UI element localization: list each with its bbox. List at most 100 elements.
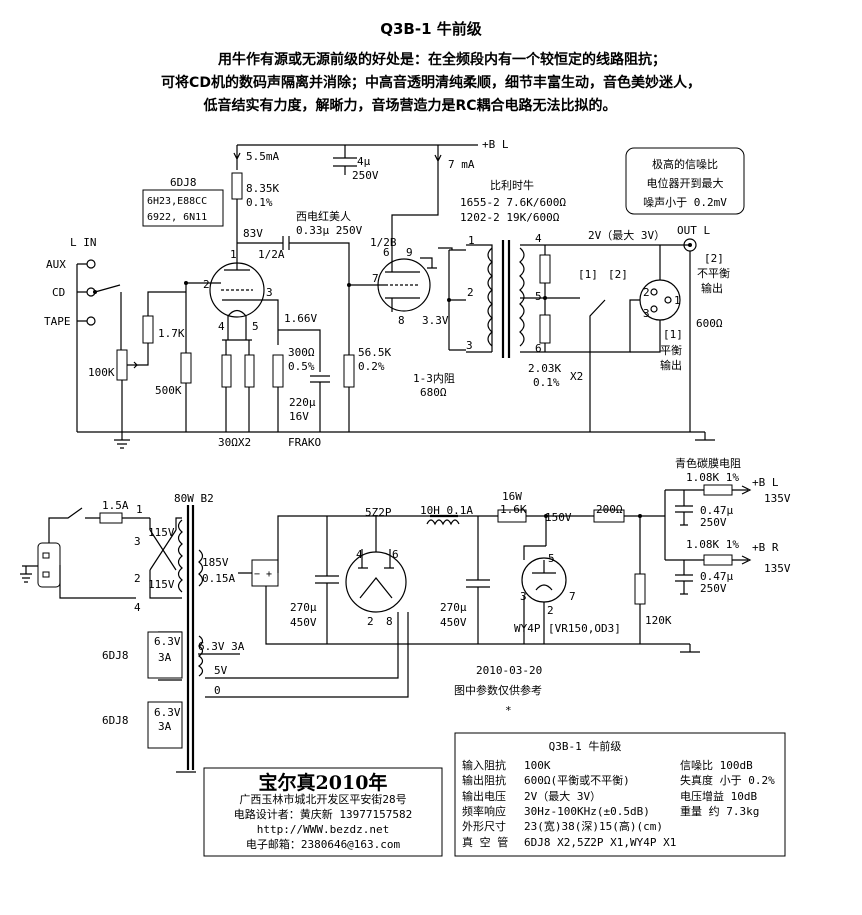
- cathode-resistor: [272, 354, 284, 388]
- switch-label-1: [1]: [578, 268, 598, 281]
- tx-pin-1: 1: [468, 234, 475, 247]
- rect-tap-0: 0: [214, 684, 221, 697]
- cap1-value: 270μ: [290, 601, 317, 614]
- grid-resistor: [142, 315, 154, 344]
- v1-pin-1: 1: [230, 248, 237, 261]
- spec-val-3: 2V（最大 3V）: [524, 789, 601, 803]
- heater-winding-1: [147, 631, 183, 679]
- hv-winding-current: 0.15A: [202, 572, 235, 585]
- rect-pin-6: 6: [392, 548, 399, 561]
- intro-line-3: 低音结实有力度，解晰力，音场营造力是RC耦合电路无法比拟的。: [202, 97, 616, 114]
- tx-pin-6: 6: [535, 342, 542, 355]
- rect-pin-8: 8: [386, 615, 393, 628]
- credits-brand: 宝尔真2010年: [259, 771, 388, 794]
- half-b-label: 1/2B: [370, 236, 397, 249]
- xlr-pin-1: 1: [674, 294, 681, 307]
- v1-sub-1: 6H23,E88CC: [147, 196, 207, 207]
- ac-inlet-icon: [37, 542, 61, 588]
- spec-key-6: 真 空 管: [462, 835, 508, 849]
- r-cap-value: 0.47μ: [700, 570, 733, 583]
- coupling-cap-name: 西电红美人: [296, 210, 351, 223]
- l-cap-voltage: 250V: [700, 516, 727, 529]
- regulator-type: WY4P: [514, 622, 541, 635]
- spec-right-4: 重量 约 7.3kg: [680, 804, 759, 818]
- pot-value: 100K: [88, 366, 115, 379]
- cathode-voltage: 1.66V: [284, 312, 317, 325]
- preamp-circuit: +B L 4μ 250V 5.5mA 7 mA 8.35K 0.1% 83V 6…: [44, 138, 745, 449]
- v2-grid-resistor-value: 56.5K: [358, 346, 391, 359]
- spec-val-2: 600Ω(平衡或不平衡): [524, 774, 630, 787]
- snr-note-2: 电位器开到最大: [647, 176, 724, 190]
- spec-right-3: 电压增益 10dB: [680, 789, 757, 803]
- l-branch-resistor: [703, 484, 733, 496]
- v1-pin-5: 5: [252, 320, 259, 333]
- rect-pin-4: 4: [356, 548, 363, 561]
- heater1-voltage: 6.3V: [154, 635, 181, 648]
- diagram-date: 2010-03-20: [476, 664, 542, 677]
- balanced-label-1: 平衡: [660, 344, 682, 357]
- tap-pin-4: 4: [134, 601, 141, 614]
- credits-email: 电子邮箱：2380646@163.com: [246, 837, 401, 851]
- intro-line-2: 可将CD机的数码声隔离并消除；中高音透明清纯柔顺，细节丰富生动，音色美妙迷人，: [161, 74, 701, 91]
- output-label: OUT L: [677, 224, 710, 237]
- bleeder-value: 120K: [645, 614, 672, 627]
- spec-key-2: 输出阻抗: [462, 773, 506, 787]
- switch-label-2: [2]: [608, 268, 628, 281]
- v1-pin-2: 2: [203, 278, 210, 291]
- v2-pin-8: 8: [398, 314, 405, 327]
- v1-pin-4: 4: [218, 320, 225, 333]
- power-supply-circuit: 1.5A 1 3 2 4 115V 115V 80W B2 185V 0.15A…: [20, 456, 791, 773]
- heater1-tube: 6DJ8: [102, 649, 129, 662]
- primary-impedance-value: 680Ω: [420, 386, 447, 399]
- xlr-pin-2: 2: [643, 286, 650, 299]
- cathode-cap-value: 220μ: [289, 396, 316, 409]
- spec-val-5: 23(宽)38(深)15(高)(cm): [524, 819, 663, 833]
- bridge-plus-icon: +: [266, 569, 272, 580]
- primary-impedance-label: 1-3内阻: [413, 371, 455, 385]
- transformer-spec-2: 1202-2 19K/600Ω: [460, 211, 560, 224]
- load-resistor-1: [539, 254, 551, 284]
- cathode-cap-brand: FRAKO: [288, 436, 321, 449]
- spec-table: Q3B-1 牛前级 输入阻抗 100K 输出阻抗 600Ω(平衡或不平衡) 输出…: [454, 732, 786, 857]
- spec-key-3: 输出电压: [462, 789, 506, 803]
- film-resistor-label: 青色碳膜电阻: [675, 456, 741, 470]
- balanced-tag: [1]: [663, 328, 683, 341]
- plate-resistor-value: 8.35K: [246, 182, 279, 195]
- rectifier-type: 5Z2P: [365, 506, 392, 519]
- credits-border: [203, 767, 443, 857]
- fuse-value: 1.5A: [102, 499, 129, 512]
- plate-resistor: [231, 172, 243, 200]
- reg-pin-2: 2: [547, 604, 554, 617]
- main-cap-voltage: 250V: [352, 169, 379, 182]
- transformer-spec-1: 1655-2 7.6K/600Ω: [460, 196, 566, 209]
- main-cap-value: 4μ: [357, 155, 371, 168]
- spec-val-4: 30Hz-100KHz(±0.5dB): [524, 805, 650, 818]
- rect-pin-2: 2: [367, 615, 374, 628]
- heater2-current: 3A: [158, 720, 172, 733]
- spec-right-1: 信噪比 100dB: [680, 759, 753, 772]
- credits-designer: 电路设计者：黄庆新 13977157582: [234, 807, 412, 821]
- primary-115-b: 115V: [148, 578, 175, 591]
- heater2-tube: 6DJ8: [102, 714, 129, 727]
- input-heading: L IN: [70, 236, 97, 249]
- load-resistor-value: 2.03K: [528, 362, 561, 375]
- cap1-voltage: 450V: [290, 616, 317, 629]
- credits-box: 宝尔真2010年 广西玉林市城北开发区平安街28号 电路设计者：黄庆新 1397…: [203, 767, 443, 857]
- input-tape-label: TAPE: [44, 315, 71, 328]
- spec-border: [454, 732, 786, 857]
- hv-winding-voltage: 185V: [202, 556, 229, 569]
- heater1-current: 3A: [158, 651, 172, 664]
- spec-key-1: 输入阻抗: [462, 758, 506, 772]
- xlr-pin-3: 3: [643, 307, 650, 320]
- tx-pin-2: 2: [467, 286, 474, 299]
- spec-right-2: 失真度 小于 0.2%: [680, 773, 775, 787]
- tap-pin-3: 3: [134, 535, 141, 548]
- r-bplus-label: +B R: [752, 541, 779, 554]
- unbalanced-tag: [2]: [704, 252, 724, 265]
- grid-resistor-value: 1.7K: [158, 327, 185, 340]
- rectifier-tube: [345, 551, 407, 613]
- r-bplus-voltage: 135V: [764, 562, 791, 575]
- input-cd-label: CD: [52, 286, 65, 299]
- l-cap-value: 0.47μ: [700, 504, 733, 517]
- heater-resistor-1: [221, 354, 232, 388]
